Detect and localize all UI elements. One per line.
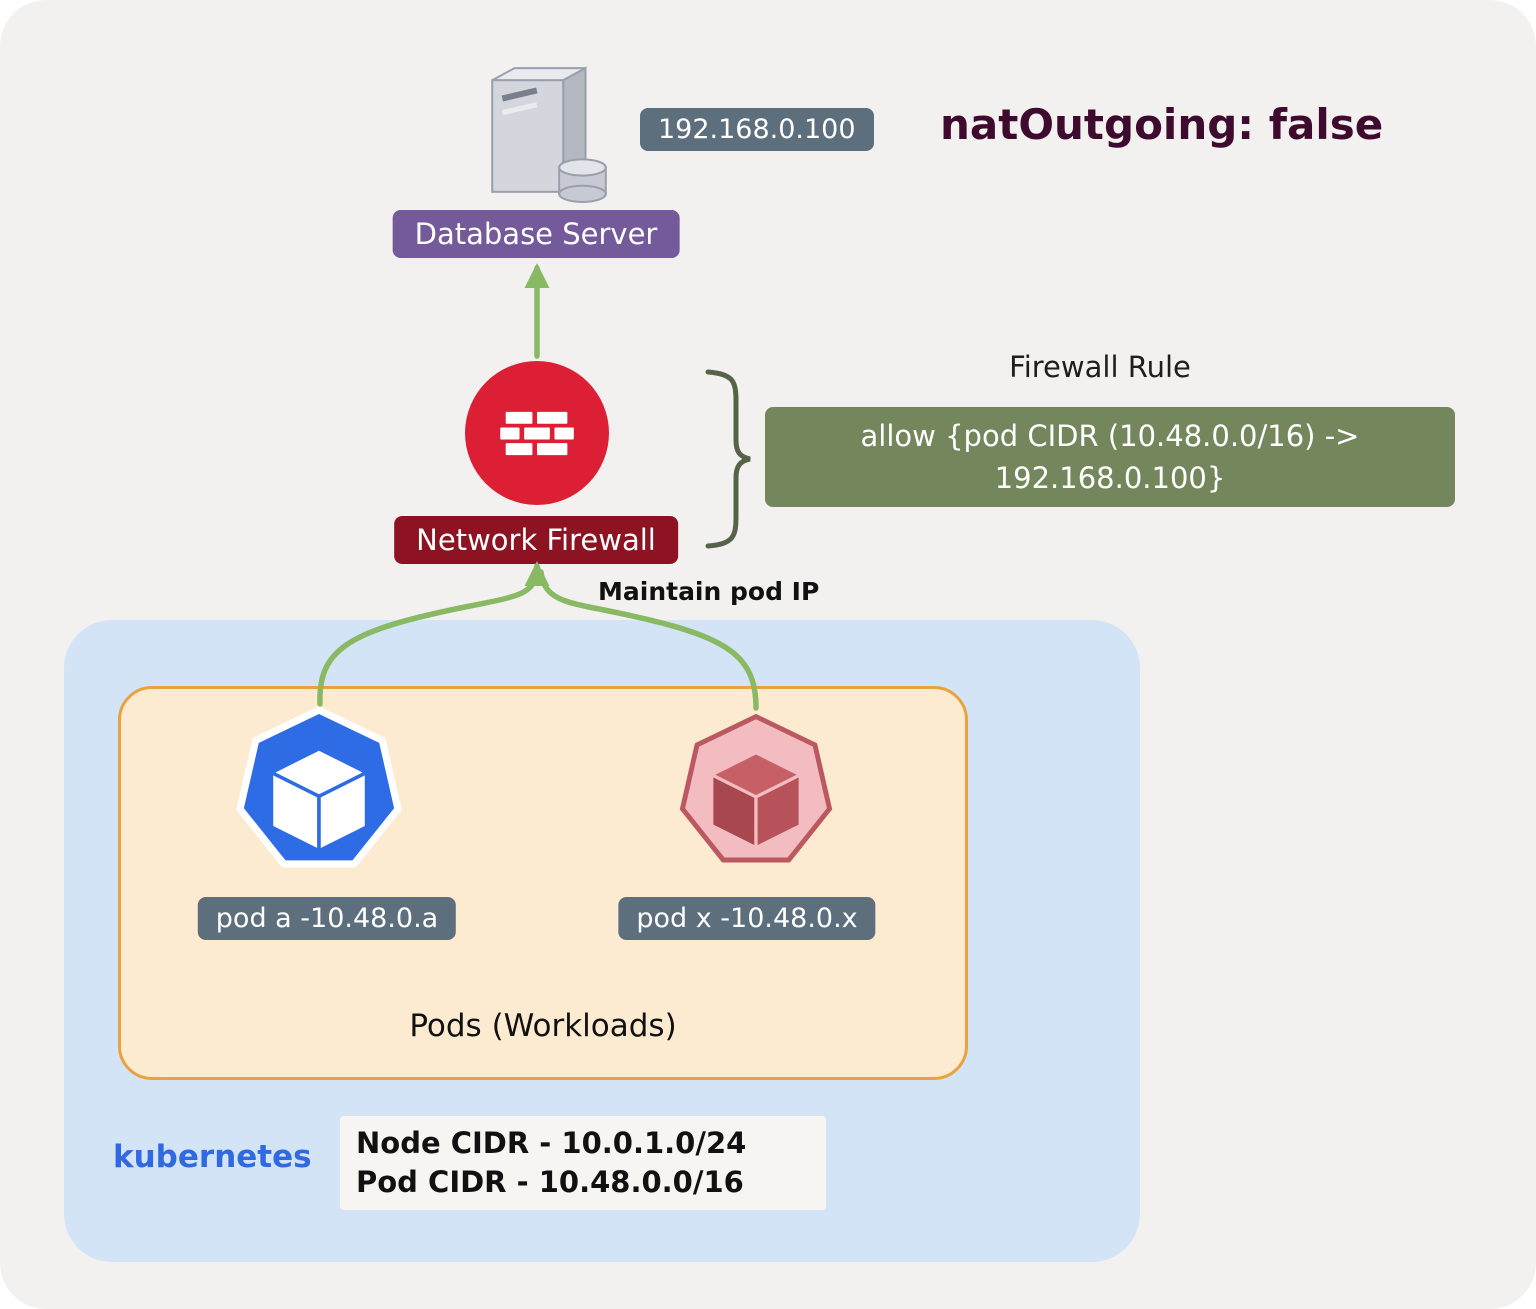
kubernetes-pod-pink-icon — [679, 713, 833, 863]
firewall-brick-icon — [500, 411, 574, 456]
pod-x-badge: pod x -10.48.0.x — [618, 897, 876, 940]
firewall-rule-line-2: 192.168.0.100} — [994, 461, 1226, 496]
firewall-rule-line-1: allow {pod CIDR (10.48.0.0/16) -> — [860, 419, 1360, 453]
database-ip-badge: 192.168.0.100 — [640, 108, 874, 151]
firewall-rule-title: Firewall Rule — [1009, 350, 1191, 384]
maintain-pod-ip-label: Maintain pod IP — [598, 577, 820, 606]
database-server-badge: Database Server — [392, 210, 680, 258]
disk-cylinder-icon — [558, 158, 607, 203]
kubernetes-label: kubernetes — [113, 1139, 312, 1175]
database-server-icon — [491, 66, 607, 203]
pods-box-label: Pods (Workloads) — [409, 1008, 677, 1044]
page-title: natOutgoing: false — [940, 100, 1384, 149]
pod-a-badge: pod a -10.48.0.a — [197, 897, 457, 940]
network-firewall-node — [465, 361, 609, 505]
kubernetes-pod-blue-icon — [236, 706, 402, 868]
cidr-info-box: Node CIDR - 10.0.1.0/24 Pod CIDR - 10.48… — [340, 1116, 826, 1211]
firewall-rule-box: allow {pod CIDR (10.48.0.0/16) -> 192.16… — [765, 407, 1455, 508]
pod-cidr-line: Pod CIDR - 10.48.0.0/16 — [356, 1165, 744, 1200]
grouping-brace — [705, 369, 751, 549]
node-cidr-line: Node CIDR - 10.0.1.0/24 — [356, 1126, 747, 1160]
network-firewall-badge: Network Firewall — [394, 516, 678, 564]
